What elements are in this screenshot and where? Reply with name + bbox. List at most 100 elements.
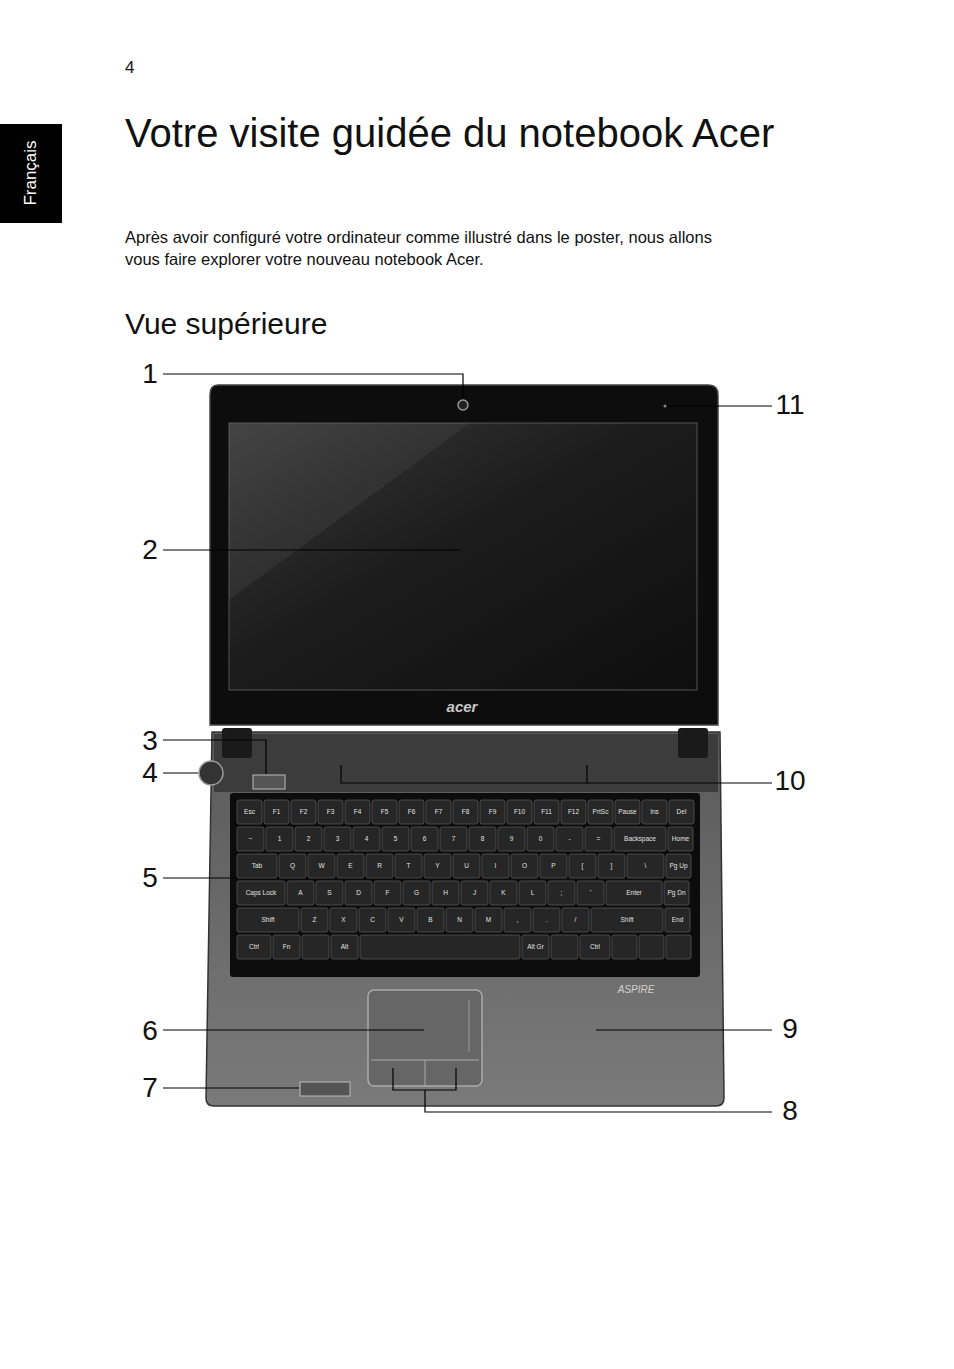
keyboard-key xyxy=(642,800,667,824)
keyboard-key xyxy=(498,827,525,851)
callout-number: 6 xyxy=(142,1015,158,1047)
keyboard-key xyxy=(301,908,328,932)
keyboard-key xyxy=(666,935,691,959)
key-label: ; xyxy=(561,889,563,896)
keyboard-key xyxy=(614,827,666,851)
status-leds xyxy=(253,775,285,789)
keyboard-key xyxy=(382,827,409,851)
model-logo: ASPIRE xyxy=(618,984,655,996)
keyboard-key xyxy=(639,935,664,959)
keyboard-key xyxy=(606,881,662,905)
key-label: Alt Gr xyxy=(527,943,544,950)
screen xyxy=(229,423,697,690)
keyboard-key xyxy=(668,827,693,851)
key-label: F11 xyxy=(541,808,552,815)
keyboard-key xyxy=(316,881,343,905)
section-heading: Vue supérieure xyxy=(125,307,327,342)
key-label: V xyxy=(399,916,403,923)
keyboard-key xyxy=(490,881,517,905)
callout-number: 7 xyxy=(142,1072,158,1104)
key-label: Caps Lock xyxy=(246,889,277,896)
front-leds xyxy=(300,1082,350,1096)
key-label: [ xyxy=(582,862,584,869)
callout-number: 11 xyxy=(775,389,804,421)
intro-text: Après avoir configuré votre ordinateur c… xyxy=(125,226,735,271)
key-label: S xyxy=(327,889,331,896)
key-label: U xyxy=(464,862,469,869)
key-label: F10 xyxy=(514,808,525,815)
key-label: Tab xyxy=(252,862,262,869)
keyboard-bed xyxy=(230,793,700,977)
lid-bezel xyxy=(210,385,718,725)
keyboard-key xyxy=(237,935,271,959)
microphone xyxy=(664,405,667,408)
key-label: 9 xyxy=(510,835,514,842)
key-label: M xyxy=(486,916,491,923)
keyboard-key xyxy=(453,800,478,824)
key-label: F9 xyxy=(489,808,497,815)
callout-number: 2 xyxy=(142,534,158,566)
key-label: PrtSc xyxy=(593,808,609,815)
key-label: - xyxy=(568,835,570,842)
webcam xyxy=(458,400,468,410)
key-label: Esc xyxy=(244,808,255,815)
key-label: F3 xyxy=(327,808,335,815)
hinge xyxy=(222,728,252,758)
keyboard-key xyxy=(482,854,509,878)
key-label: F5 xyxy=(381,808,389,815)
keyboard-key xyxy=(664,881,689,905)
key-label: ' xyxy=(590,889,591,896)
keyboard-key xyxy=(426,800,451,824)
key-label: Ctrl xyxy=(590,943,600,950)
keyboard-key xyxy=(417,908,444,932)
keyboard-key xyxy=(337,854,364,878)
keyboard-key xyxy=(366,854,393,878)
key-label: A xyxy=(298,889,302,896)
key-label: Shift xyxy=(620,916,633,923)
key-label: E xyxy=(348,862,352,869)
keyboard-key xyxy=(331,935,358,959)
keyboard-key xyxy=(330,908,357,932)
keyboard-key xyxy=(360,935,520,959)
callout-number: 1 xyxy=(142,358,158,390)
keyboard-key xyxy=(612,935,637,959)
keyboard-key xyxy=(302,935,329,959)
callout-number: 3 xyxy=(142,725,158,757)
key-label: End xyxy=(672,916,684,923)
key-label: . xyxy=(546,916,548,923)
keyboard-key xyxy=(588,800,613,824)
keyboard-key xyxy=(551,935,578,959)
keyboard-key xyxy=(540,854,567,878)
key-label: F12 xyxy=(568,808,579,815)
keyboard-key xyxy=(522,935,549,959)
keyboard-key xyxy=(374,881,401,905)
key-label: N xyxy=(457,916,462,923)
key-label: Y xyxy=(435,862,439,869)
brand-logo: acer xyxy=(447,698,478,715)
key-label: Del xyxy=(677,808,687,815)
keyboard-key xyxy=(469,827,496,851)
keyboard-key xyxy=(591,908,663,932)
keyboard-key xyxy=(580,935,610,959)
key-label: C xyxy=(370,916,375,923)
keyboard-key xyxy=(627,854,664,878)
key-label: P xyxy=(551,862,555,869)
callout-number: 8 xyxy=(782,1095,798,1127)
key-label: R xyxy=(377,862,382,869)
key-label: K xyxy=(501,889,505,896)
keyboard-key xyxy=(480,800,505,824)
keyboard-key xyxy=(669,800,694,824)
keyboard-key xyxy=(585,827,612,851)
keyboard-key xyxy=(291,800,316,824)
keyboard-key xyxy=(666,854,691,878)
key-label: X xyxy=(341,916,345,923)
keyboard-key xyxy=(440,827,467,851)
keyboard-key xyxy=(432,881,459,905)
key-label: Fn xyxy=(283,943,291,950)
keyboard-key xyxy=(399,800,424,824)
key-label: F4 xyxy=(354,808,362,815)
keyboard-key xyxy=(403,881,430,905)
key-label: = xyxy=(597,835,601,842)
keyboard-key xyxy=(237,827,264,851)
key-label: Shift xyxy=(261,916,274,923)
